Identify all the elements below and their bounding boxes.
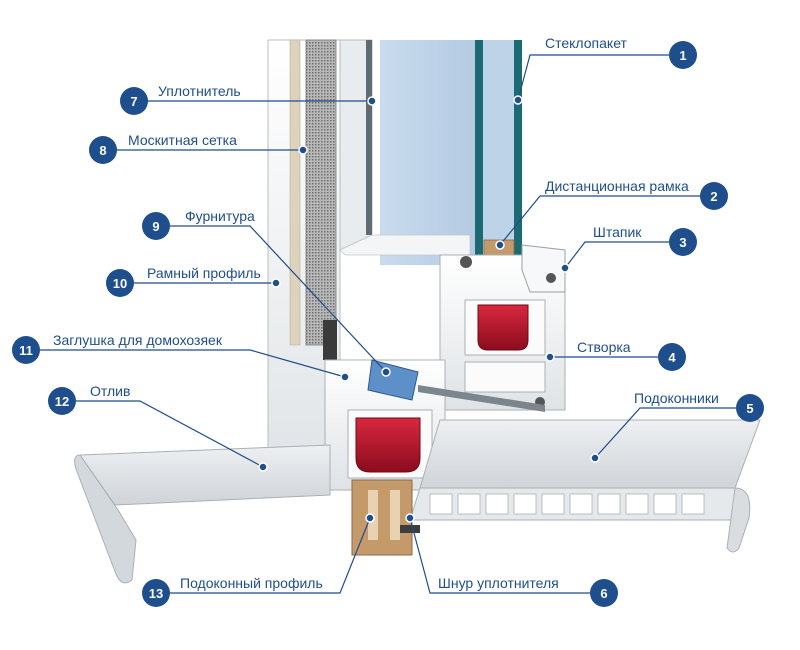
badge-5: 5 [736,394,764,422]
number-badges: 1 2 3 4 5 6 7 8 9 10 11 12 13 [12,41,764,607]
anchor-dot-8 [298,145,308,155]
leader-5 [594,407,736,459]
svg-text:3: 3 [679,235,686,250]
sill-profile [351,479,413,556]
callout-labels: Стеклопакет Дистанционная рамка Штапик С… [53,35,719,591]
svg-text:2: 2 [710,189,717,204]
leader-12 [76,400,264,468]
svg-text:10: 10 [113,276,127,291]
badge-1: 1 [669,41,697,69]
anchor-dot-5 [590,453,600,463]
badge-12: 12 [48,387,76,415]
badge-13: 13 [142,579,170,607]
svg-text:4: 4 [668,350,676,365]
anchor-dots [258,95,600,523]
callout-label-12: Отлив [90,383,130,399]
anchor-dot-1 [513,95,523,105]
leader-11 [40,349,346,378]
leader-9 [170,225,387,373]
frame-beige-strip [289,39,301,346]
badge-11: 11 [12,336,40,364]
callout-label-6: Шнур уплотнителя [438,575,559,591]
anchor-dot-7 [367,96,377,106]
anchor-dot-6 [405,513,415,523]
anchor-dot-3 [560,263,570,273]
leader-1 [517,54,669,101]
callout-label-11: Заглушка для домохозяек [53,332,223,348]
callout-label-7: Уплотнитель [158,83,241,99]
callout-label-10: Рамный профиль [147,265,261,281]
badge-6: 6 [590,579,618,607]
svg-text:1: 1 [679,48,686,63]
window-sill-board [419,419,761,489]
badge-3: 3 [669,228,697,256]
svg-text:5: 5 [746,401,753,416]
callout-label-8: Москитная сетка [128,132,237,148]
svg-text:13: 13 [149,586,163,601]
callout-label-3: Штапик [593,224,642,240]
anchor-dot-9 [381,367,391,377]
callout-label-9: Фурнитура [185,208,255,224]
svg-text:12: 12 [55,394,69,409]
callout-label-13: Подоконный профиль [180,575,323,591]
badge-4: 4 [658,343,686,371]
leader-lines [40,54,736,594]
leader-2 [499,195,700,246]
svg-text:11: 11 [19,343,33,358]
badge-8: 8 [89,136,117,164]
anchor-dot-2 [495,240,505,250]
anchor-dot-12 [258,462,268,472]
badge-2: 2 [700,182,728,210]
svg-text:9: 9 [152,219,159,234]
leader-13 [170,517,371,594]
anchor-dot-10 [271,278,281,288]
glazing-bead [521,244,566,293]
mosquito-net [305,39,337,346]
badge-10: 10 [106,269,134,297]
anchor-dot-11 [340,372,350,382]
illustration [74,39,761,584]
callout-label-1: Стеклопакет [545,35,628,51]
hardware [367,359,419,401]
callout-label-2: Дистанционная рамка [545,178,689,194]
leader-3 [564,241,669,269]
badge-7: 7 [120,87,148,115]
svg-text:7: 7 [130,94,137,109]
anchor-dot-13 [365,513,375,523]
drip-sill [79,444,331,506]
callout-label-5: Подоконники [634,390,719,406]
leader-6 [409,517,590,594]
svg-text:6: 6 [600,586,607,601]
svg-text:8: 8 [99,143,106,158]
badge-9: 9 [142,212,170,240]
anchor-dot-4 [545,352,555,362]
callout-label-4: Створка [577,339,631,355]
